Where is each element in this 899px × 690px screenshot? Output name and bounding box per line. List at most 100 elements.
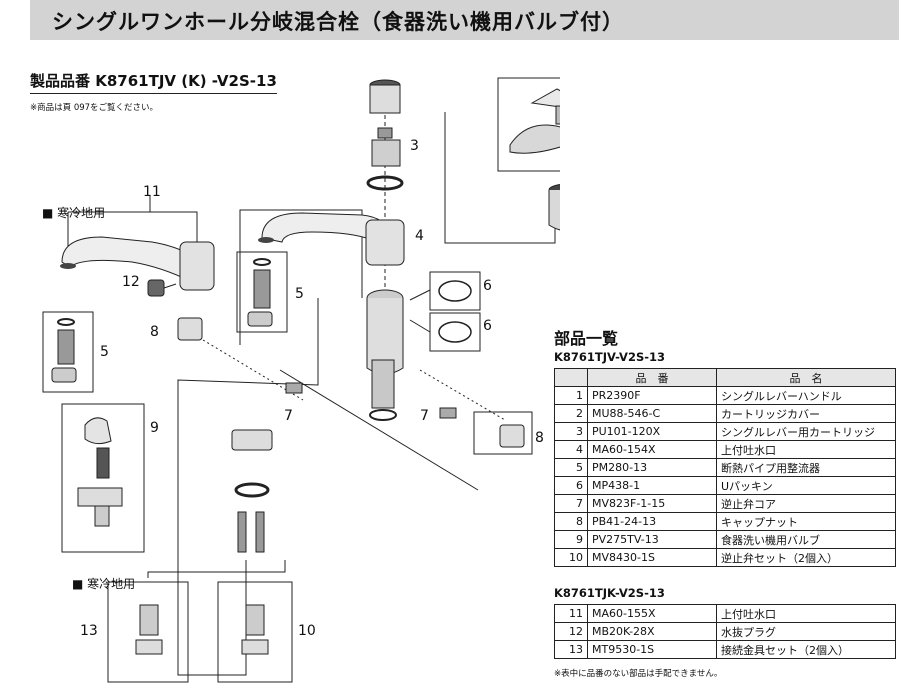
part-name: シングルレバーハンドル [716, 386, 896, 405]
callout-8b: 8 [535, 430, 544, 446]
product-note: ※商品は頁 097をご覧ください。 [30, 103, 159, 113]
part-no: 7 [554, 494, 588, 513]
aerator-cold-icon [42, 311, 94, 393]
part-no: 12 [554, 622, 588, 641]
product-number: 製品品番 K8761TJV (K) -V2S-13 [30, 70, 277, 94]
packing-box-1 [429, 271, 481, 311]
callout-7b: 7 [420, 408, 429, 424]
part-name: Uパッキン [716, 476, 896, 495]
part-code: PR2390F [587, 386, 717, 405]
part-code: MT9530-1S [587, 640, 717, 659]
part-code: MV823F-1-15 [587, 494, 717, 513]
cold-region-label-1: ■ 寒冷地用 [42, 206, 106, 220]
model-label-1: K8761TJV-V2S-13 [554, 350, 666, 364]
callout-7: 7 [284, 408, 293, 424]
aerator-icon [236, 251, 288, 333]
part-code: PV275TV-13 [587, 530, 717, 549]
model-label-2: K8761TJK-V2S-13 [554, 586, 665, 600]
cartridge-icon [366, 79, 404, 191]
callout-5: 5 [295, 286, 304, 302]
part-code: MA60-154X [587, 440, 717, 459]
spout-icon [258, 212, 405, 266]
dishwasher-valve-icon [77, 417, 123, 527]
part-name: 食器洗い機用バルブ [716, 530, 896, 549]
check-valve-icon [285, 382, 303, 394]
leader-line [444, 112, 556, 244]
cap-nut-icon [177, 317, 203, 341]
handle-icon [509, 88, 560, 154]
col-no [554, 368, 588, 387]
part-no: 13 [554, 640, 588, 659]
callout-13: 13 [80, 623, 98, 639]
cap-nut-icon [499, 424, 525, 448]
table-header-row: 品 番 品 名 [554, 368, 896, 387]
callout-12: 12 [122, 274, 140, 290]
col-code: 品 番 [587, 368, 717, 387]
callout-11: 11 [143, 184, 161, 200]
exploded-parts-diagram: 1 2 3 4 5 5 6 6 7 7 8 8 9 10 11 12 13 [42, 77, 560, 683]
part-no: 10 [554, 548, 588, 567]
part-code: PB41-24-13 [587, 512, 717, 531]
dishwasher-valve-box [61, 403, 145, 553]
leader-line [177, 298, 319, 676]
u-packing-icon [438, 321, 472, 343]
check-valve-set-box-10 [217, 581, 293, 683]
part-code: PM280-13 [587, 458, 717, 477]
part-name: シングルレバー用カートリッジ [716, 422, 896, 441]
cold-spout-icon [60, 236, 215, 291]
leader-line [279, 369, 479, 491]
part-code: MV8430-1S [587, 548, 717, 567]
part-no: 1 [554, 386, 588, 405]
part-code: MB20K-28X [587, 622, 717, 641]
cartridge-cover-icon [548, 184, 560, 231]
parts-list-heading: 部品一覧 [554, 329, 619, 348]
part-name: 断熱パイプ用整流器 [716, 458, 896, 477]
part-no: 6 [554, 476, 588, 495]
callout-4: 4 [415, 228, 424, 244]
callout-8: 8 [150, 324, 159, 340]
part-name: 接続金具セット（2個入） [716, 640, 896, 659]
check-valve-icon [439, 407, 457, 419]
handle-detail-box [497, 77, 560, 172]
callout-10: 10 [298, 623, 316, 639]
part-no: 8 [554, 512, 588, 531]
part-no: 2 [554, 404, 588, 423]
callout-6b: 6 [483, 318, 492, 334]
packing-box-2 [429, 312, 481, 352]
part-code: MP438-1 [587, 476, 717, 495]
part-no: 5 [554, 458, 588, 477]
callout-5b: 5 [100, 344, 109, 360]
part-name: カートリッジカバー [716, 404, 896, 423]
callout-3: 3 [410, 138, 419, 154]
fitting-set-box-13 [107, 581, 189, 683]
col-name: 品 名 [716, 368, 896, 387]
connection-fitting-icon [135, 604, 163, 655]
part-name: キャップナット [716, 512, 896, 531]
page-title: シングルワンホール分岐混合栓（食器洗い機用バルブ付） [52, 10, 624, 34]
cold-region-label-2: ■ 寒冷地用 [72, 577, 136, 591]
u-packing-icon [438, 280, 472, 302]
title-bar: シングルワンホール分岐混合栓（食器洗い機用バルブ付） [30, 0, 899, 40]
part-no: 11 [554, 604, 588, 623]
drain-plug-icon [147, 279, 177, 297]
part-code: PU101-120X [587, 422, 717, 441]
part-no: 9 [554, 530, 588, 549]
valve-body-icon [366, 289, 404, 421]
part-no: 3 [554, 422, 588, 441]
mounting-fitting-icon [231, 429, 273, 553]
part-code: MA60-155X [587, 604, 717, 623]
